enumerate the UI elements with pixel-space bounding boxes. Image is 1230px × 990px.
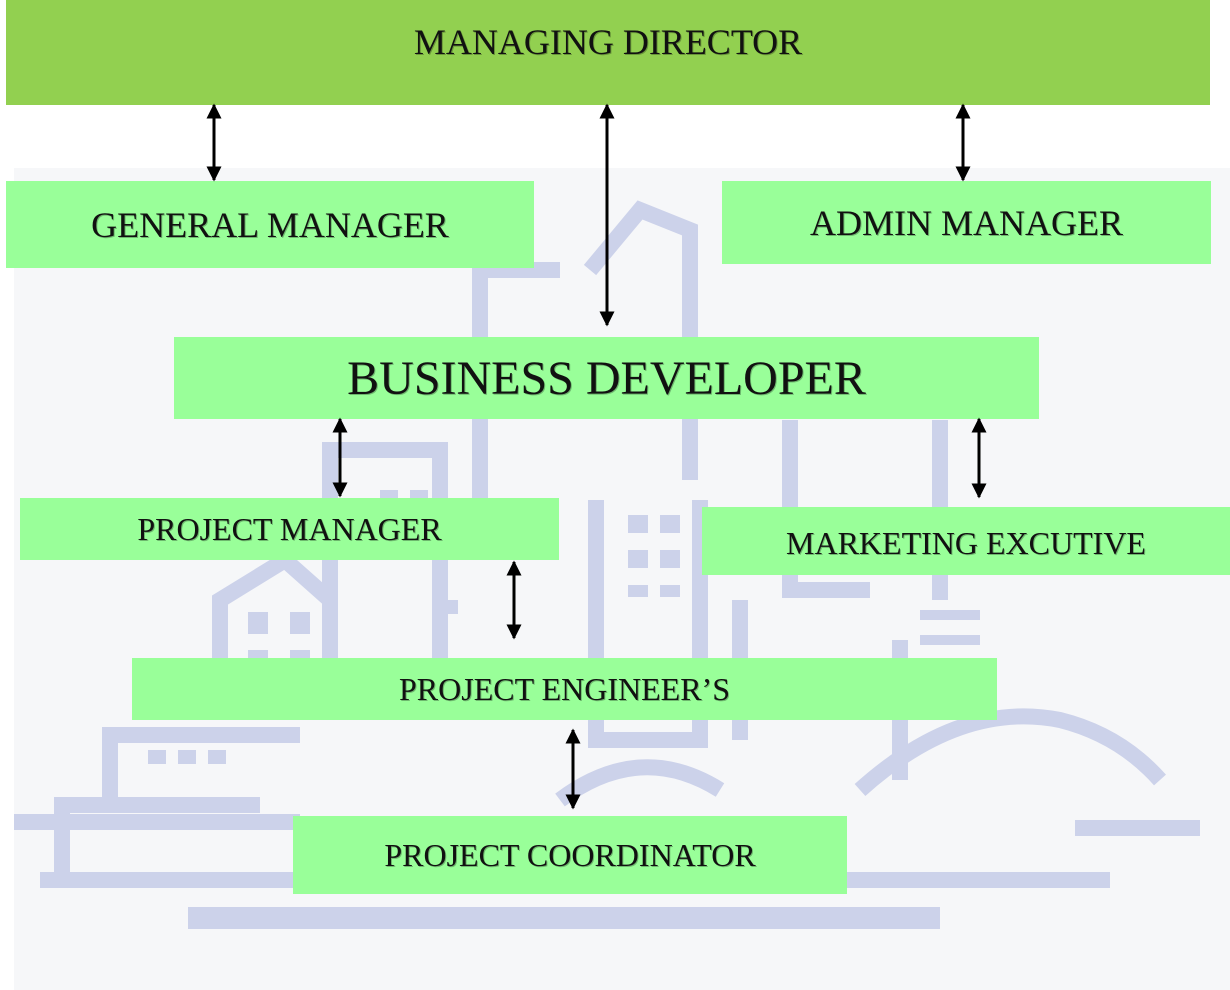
project-engineers-box: PROJECT ENGINEER’S	[132, 658, 997, 720]
project-manager-label: PROJECT MANAGER	[137, 510, 442, 547]
project-coordinator-label: PROJECT COORDINATOR	[384, 836, 756, 873]
project-engineers-label: PROJECT ENGINEER’S	[399, 670, 730, 707]
business-developer-label: BUSINESS DEVELOPER	[347, 351, 866, 405]
managing-director-label: MANAGING DIRECTOR	[413, 21, 803, 62]
marketing-executive-label: MARKETING EXCUTIVE	[786, 524, 1146, 561]
general-manager-box: GENERAL MANAGER	[6, 181, 534, 268]
project-manager-box: PROJECT MANAGER	[20, 498, 559, 560]
admin-manager-box: ADMIN MANAGER	[722, 181, 1211, 264]
project-coordinator-box: PROJECT COORDINATOR	[293, 816, 847, 894]
general-manager-label: GENERAL MANAGER	[91, 204, 449, 245]
managing-director-box: MANAGING DIRECTOR	[6, 0, 1210, 105]
admin-manager-label: ADMIN MANAGER	[810, 202, 1123, 243]
business-developer-box: BUSINESS DEVELOPER	[174, 337, 1039, 419]
marketing-executive-box: MARKETING EXCUTIVE	[702, 507, 1230, 575]
